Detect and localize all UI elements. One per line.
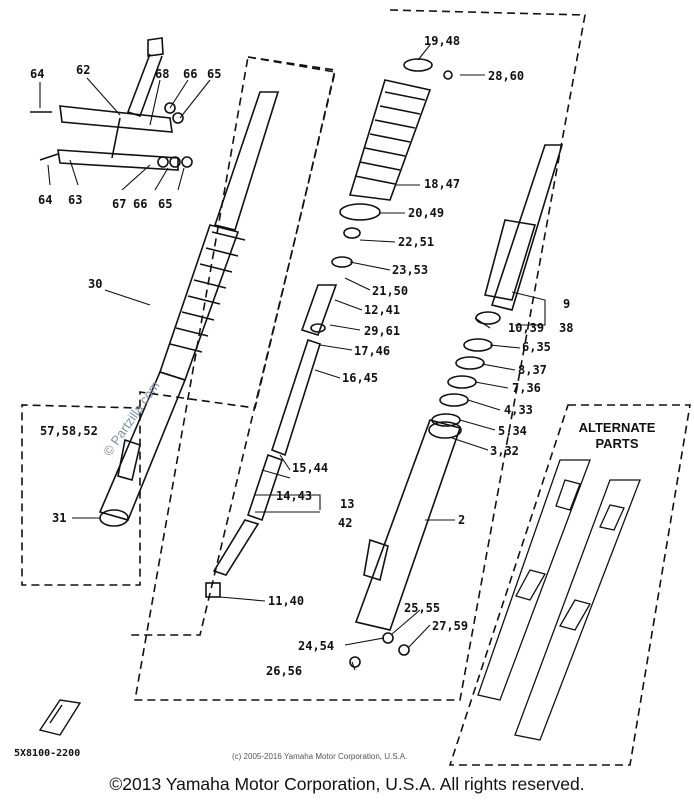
- callout-28-60: 28,60: [488, 69, 525, 83]
- callout-24-54: 24,54: [298, 639, 335, 653]
- callout-5-34: 5,34: [498, 424, 527, 438]
- inner-parts-outline: [130, 56, 336, 636]
- leader-lines: [39, 44, 546, 671]
- outer-fork-assembly: [98, 91, 280, 527]
- diagram-logo: [38, 699, 82, 736]
- callout-10-39: 10,39: [508, 321, 545, 335]
- fork-group-outline: [21, 56, 336, 586]
- diagram-code: 5X8100-2200: [14, 748, 81, 759]
- callout-14-43: 14,43: [276, 489, 313, 503]
- callout-22-51: 22,51: [398, 235, 435, 249]
- right-group-outline: [134, 9, 586, 701]
- callout-7-36: 7,36: [512, 381, 541, 395]
- callout-17-46: 17,46: [354, 344, 391, 358]
- inner-damper-parts: [205, 227, 361, 598]
- callout-38: 38: [559, 321, 574, 335]
- callout-68: 68: [155, 67, 170, 81]
- alternate-parts-outline: [448, 404, 691, 766]
- callout-4-33: 4,33: [504, 403, 533, 417]
- callout-67: 67: [112, 197, 127, 211]
- callout-65-bottom: 65: [158, 197, 173, 211]
- callout-11-40: 11,40: [268, 594, 305, 608]
- callout-13: 13: [340, 497, 355, 511]
- callout-62: 62: [76, 63, 91, 77]
- callout-20-49: 20,49: [408, 206, 445, 220]
- small-copyright: (c) 2005-2016 Yamaha Motor Corporation, …: [232, 752, 408, 761]
- callout-57-58-52: 57,58,52: [40, 424, 98, 438]
- alternate-parts-line1: ALTERNATE: [578, 420, 656, 435]
- callout-27-59: 27,59: [432, 619, 469, 633]
- callout-30: 30: [88, 277, 103, 291]
- alternate-parts-title: ALTERNATE PARTS: [564, 420, 670, 452]
- callout-26-56: 26,56: [266, 664, 303, 678]
- callout-42: 42: [338, 516, 353, 530]
- callout-18-47: 18,47: [424, 177, 461, 191]
- callout-64-bottom: 64: [38, 193, 53, 207]
- footer-copyright: ©2013 Yamaha Motor Corporation, U.S.A. A…: [109, 774, 585, 794]
- alternate-forks: [477, 459, 641, 741]
- callout-64-top: 64: [30, 67, 45, 81]
- callout-66-bottom: 66: [133, 197, 148, 211]
- callout-25-55: 25,55: [404, 601, 441, 615]
- callout-19-48: 19,48: [424, 34, 461, 48]
- callout-66-top: 66: [183, 67, 198, 81]
- callout-8-37: 8,37: [518, 363, 547, 377]
- fork-boot: [339, 58, 453, 221]
- steering-crown: [30, 37, 193, 171]
- callout-6-35: 6,35: [522, 340, 551, 354]
- alternate-parts-line2: PARTS: [595, 436, 639, 451]
- callout-9: 9: [563, 297, 571, 311]
- callout-29-61: 29,61: [364, 324, 401, 338]
- callout-23-53: 23,53: [392, 263, 429, 277]
- front-fork-exploded-diagram: [21, 9, 691, 766]
- callout-21-50: 21,50: [372, 284, 409, 298]
- callout-31: 31: [52, 511, 67, 525]
- callout-15-44: 15,44: [292, 461, 329, 475]
- callout-12-41: 12,41: [364, 303, 401, 317]
- callout-16-45: 16,45: [342, 371, 379, 385]
- callout-3-32: 3,32: [490, 444, 519, 458]
- callout-65-top: 65: [207, 67, 222, 81]
- callout-63: 63: [68, 193, 83, 207]
- callout-2: 2: [458, 513, 466, 527]
